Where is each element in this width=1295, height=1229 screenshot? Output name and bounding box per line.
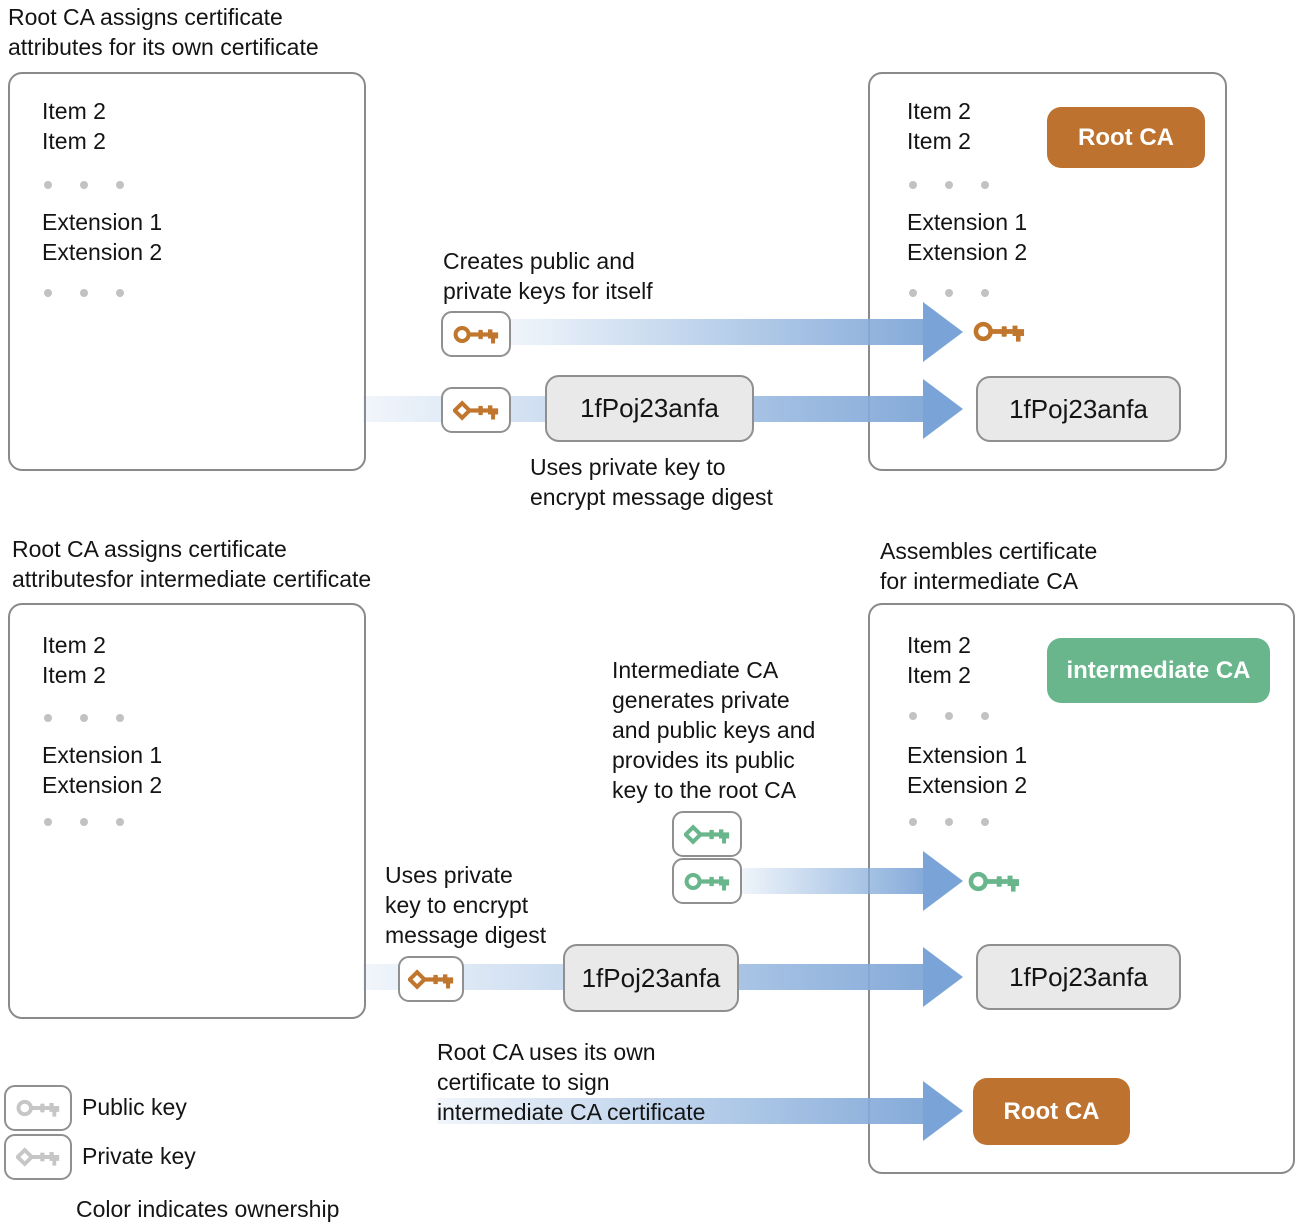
cert-extension: Extension 2 <box>42 772 163 798</box>
note-line: and public keys and <box>612 717 816 743</box>
note-line: encrypt message digest <box>530 484 773 510</box>
cert-extension: Extension 1 <box>907 209 1028 235</box>
heading-assembles-certificate: Assembles certificate for intermediate C… <box>880 536 1097 596</box>
uses-private-key-note: Uses private key to encrypt message dige… <box>530 452 773 512</box>
heading-root-ca-own-cert: Root CA assigns certificate attributes f… <box>8 2 319 62</box>
public-key-arrow-head <box>923 851 963 911</box>
cert-item: Item 2 <box>42 128 106 154</box>
legend-public-key-chip <box>4 1085 72 1131</box>
note-line: Intermediate CA <box>612 657 779 683</box>
heading-line: attributesfor intermediate certificate <box>12 566 372 592</box>
public-key-icon <box>453 322 499 347</box>
heading-line: for intermediate CA <box>880 568 1079 594</box>
note-line: intermediate CA certificate <box>437 1099 706 1125</box>
heading-root-ca-intermediate-cert: Root CA assigns certificate attributesfo… <box>12 534 371 594</box>
heading-line: Root CA assigns certificate <box>12 536 287 562</box>
intermediate-draft-certificate-box: Item 2 Item 2 Extension 1 Extension 2 <box>8 603 366 1019</box>
public-key-chip <box>441 311 511 357</box>
ellipsis-dots <box>909 818 989 826</box>
cert-item: Item 2 <box>907 98 971 124</box>
private-key-icon <box>684 822 730 847</box>
intermediate-ca-badge: intermediate CA <box>1047 638 1270 703</box>
private-key-icon <box>453 398 499 423</box>
signature-arrow-head <box>923 947 963 1007</box>
legend-private-key-label: Private key <box>82 1143 196 1169</box>
ellipsis-dots <box>909 181 989 189</box>
public-key-icon <box>16 1096 60 1120</box>
note-line: Root CA uses its own <box>437 1039 656 1065</box>
legend-public-key-label: Public key <box>82 1094 187 1120</box>
uses-private-key-note: Uses private key to encrypt message dige… <box>385 860 546 950</box>
note-line: Uses private key to <box>530 454 726 480</box>
heading-line: Assembles certificate <box>880 538 1098 564</box>
cert-item: Item 2 <box>42 662 106 688</box>
cert-item: Item 2 <box>42 632 106 658</box>
root-ca-sign-arrow-shaft <box>437 1098 923 1124</box>
cert-extension: Extension 2 <box>907 772 1028 798</box>
cert-extension: Extension 2 <box>42 239 163 265</box>
ellipsis-dots <box>44 714 124 722</box>
cert-extension: Extension 1 <box>42 742 163 768</box>
ellipsis-dots <box>909 712 989 720</box>
cert-extension: Extension 1 <box>42 209 163 235</box>
legend-private-key-chip <box>4 1134 72 1180</box>
private-key-icon <box>16 1145 60 1169</box>
root-ca-draft-certificate-box: Item 2 Item 2 Extension 1 Extension 2 <box>8 72 366 471</box>
note-line: certificate to sign <box>437 1069 610 1095</box>
ellipsis-dots <box>44 181 124 189</box>
heading-line: Root CA assigns certificate <box>8 4 283 30</box>
signature-box: 1fPoj23anfa <box>545 375 754 442</box>
signature-box: 1fPoj23anfa <box>976 376 1181 442</box>
cert-extension: Extension 1 <box>907 742 1028 768</box>
cert-extension: Extension 2 <box>907 239 1028 265</box>
public-key-arrow-shaft <box>505 319 923 345</box>
public-key-arrow-head <box>923 302 963 362</box>
signature-box: 1fPoj23anfa <box>563 944 739 1012</box>
cert-item: Item 2 <box>907 128 971 154</box>
note-line: provides its public <box>612 747 795 773</box>
private-key-chip <box>672 811 742 857</box>
note-line: private keys for itself <box>443 278 653 304</box>
cert-item: Item 2 <box>42 98 106 124</box>
note-line: message digest <box>385 922 547 948</box>
root-ca-sign-arrow-head <box>923 1081 963 1141</box>
signature-box: 1fPoj23anfa <box>976 944 1181 1010</box>
private-key-chip <box>441 387 511 433</box>
intermediate-generates-note: Intermediate CA generates private and pu… <box>612 655 815 805</box>
ellipsis-dots <box>44 289 124 297</box>
private-key-arrow-head <box>923 379 963 439</box>
public-key-chip <box>672 858 742 904</box>
heading-line: attributes for its own certificate <box>8 34 319 60</box>
cert-item: Item 2 <box>907 662 971 688</box>
root-ca-badge: Root CA <box>1047 107 1205 168</box>
ellipsis-dots <box>909 289 989 297</box>
public-key-icon <box>973 317 1025 346</box>
public-key-icon <box>684 869 730 894</box>
root-ca-badge: Root CA <box>973 1078 1130 1145</box>
note-line: generates private <box>612 687 790 713</box>
legend-ownership-note: Color indicates ownership <box>76 1196 340 1222</box>
private-key-chip <box>398 956 464 1002</box>
creates-keys-note: Creates public and private keys for itse… <box>443 246 653 306</box>
private-key-icon <box>408 967 454 992</box>
root-ca-signs-note: Root CA uses its own certificate to sign… <box>437 1037 705 1127</box>
cert-item: Item 2 <box>907 632 971 658</box>
note-line: key to encrypt <box>385 892 529 918</box>
ellipsis-dots <box>44 818 124 826</box>
public-key-icon <box>968 867 1020 896</box>
note-line: Uses private <box>385 862 513 888</box>
public-key-arrow-shaft <box>738 868 923 894</box>
note-line: Creates public and <box>443 248 635 274</box>
note-line: key to the root CA <box>612 777 797 803</box>
